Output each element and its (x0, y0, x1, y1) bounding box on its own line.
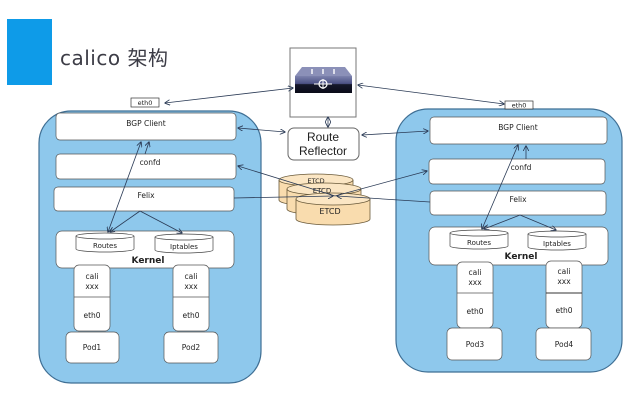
bgp-client-label: BGP Client (498, 123, 538, 132)
pod-name: Pod3 (466, 340, 485, 349)
confd-label: confd (140, 158, 161, 167)
link-switch-host2-nic (358, 85, 504, 104)
kernel-label: Kernel (505, 252, 538, 262)
pod-stack: cali xxx eth0 Pod3 (446, 261, 503, 361)
host-node-1: eth0 BGP Client confd Felix Kernel Route… (38, 97, 262, 384)
veth-name-line1: cali (558, 267, 571, 276)
pod-eth-label: eth0 (182, 311, 199, 320)
etcd-label: ETCD (307, 177, 324, 185)
veth-name-line1: cali (469, 268, 482, 277)
link-felix1-routes1 (110, 210, 141, 232)
host-nic (504, 100, 534, 110)
routes-table: Routes (449, 229, 509, 250)
etcd-label: ETCD (319, 207, 340, 216)
etcd-label: ETCD (313, 187, 332, 195)
veth-name-line1: cali (185, 272, 198, 281)
link-rr-bgp2 (362, 131, 428, 135)
iptables-table: Iptables (154, 233, 214, 254)
link-felix1-iptables1 (139, 210, 182, 233)
pod-box (163, 331, 219, 364)
veth-name-line2: xxx (184, 282, 198, 291)
iptables-label: Iptables (170, 243, 198, 251)
host-nic-label: eth0 (138, 99, 153, 107)
pod-box (535, 327, 592, 361)
iptables-table: Iptables (527, 230, 587, 251)
felix-label: Felix (137, 191, 155, 200)
veth-pair (172, 264, 210, 332)
routes-label: Routes (93, 242, 117, 250)
route-reflector-line1: Route (307, 130, 339, 144)
page-title: calico 架构 (60, 46, 169, 70)
link-routes1-bgp1 (108, 142, 141, 232)
pod-name: Pod1 (83, 343, 102, 352)
bgp-client-label: BGP Client (126, 119, 166, 128)
link-etcd-confd2 (334, 171, 427, 197)
felix-label: Felix (509, 195, 527, 204)
confd-box (55, 153, 237, 180)
pod-name: Pod4 (555, 340, 574, 349)
etcd-cluster: ETCD ETCD (278, 173, 371, 226)
iptables-label: Iptables (543, 240, 571, 248)
veth-pair (73, 264, 111, 332)
link-felix2-iptables2 (519, 214, 556, 230)
pod-eth-label: eth0 (83, 311, 100, 320)
link-felix2-routes2 (484, 214, 521, 229)
link-switch-host1-nic (165, 88, 293, 103)
connections (108, 85, 556, 233)
pod-box (446, 327, 503, 361)
pod-stack: cali xxx eth0 Pod1 (65, 264, 120, 364)
host-nic (130, 97, 160, 108)
link-confd1-etcd (238, 166, 336, 197)
title-accent-bar (7, 19, 52, 85)
pod-box (65, 331, 120, 364)
host-nic-label: eth0 (512, 102, 527, 110)
pod-name: Pod2 (182, 343, 201, 352)
routes-label: Routes (467, 239, 491, 247)
link-rr-bgp1 (238, 128, 285, 132)
route-reflector: Route Reflector (287, 127, 360, 161)
link-routes2-bgp2 (482, 145, 518, 229)
pod-eth-label: eth0 (466, 307, 483, 316)
routes-table: Routes (75, 232, 135, 253)
pod-eth-label: eth0 (555, 306, 572, 315)
switch-icon (295, 67, 352, 93)
bgp-client-box (55, 112, 237, 141)
link-felix1-etcd (233, 196, 333, 198)
link-felix2-etcd (337, 196, 431, 203)
veth-name-line1: cali (86, 272, 99, 281)
switch-node (289, 47, 357, 118)
pod-stack: cali xxx eth0 Pod4 (535, 260, 592, 361)
felix-box (53, 186, 235, 212)
veth-name-line2: xxx (468, 278, 482, 287)
host-node-2: eth0 BGP Client confd Felix Kernel Route… (395, 100, 623, 373)
link-confd1-bgp1 (144, 142, 149, 155)
pod-stack: cali xxx eth0 Pod2 (163, 264, 219, 364)
veth-name-line2: xxx (557, 277, 571, 286)
veth-name-line2: xxx (85, 282, 99, 291)
kernel-label: Kernel (132, 256, 165, 266)
confd-label: confd (511, 163, 532, 172)
route-reflector-line2: Reflector (299, 144, 347, 158)
